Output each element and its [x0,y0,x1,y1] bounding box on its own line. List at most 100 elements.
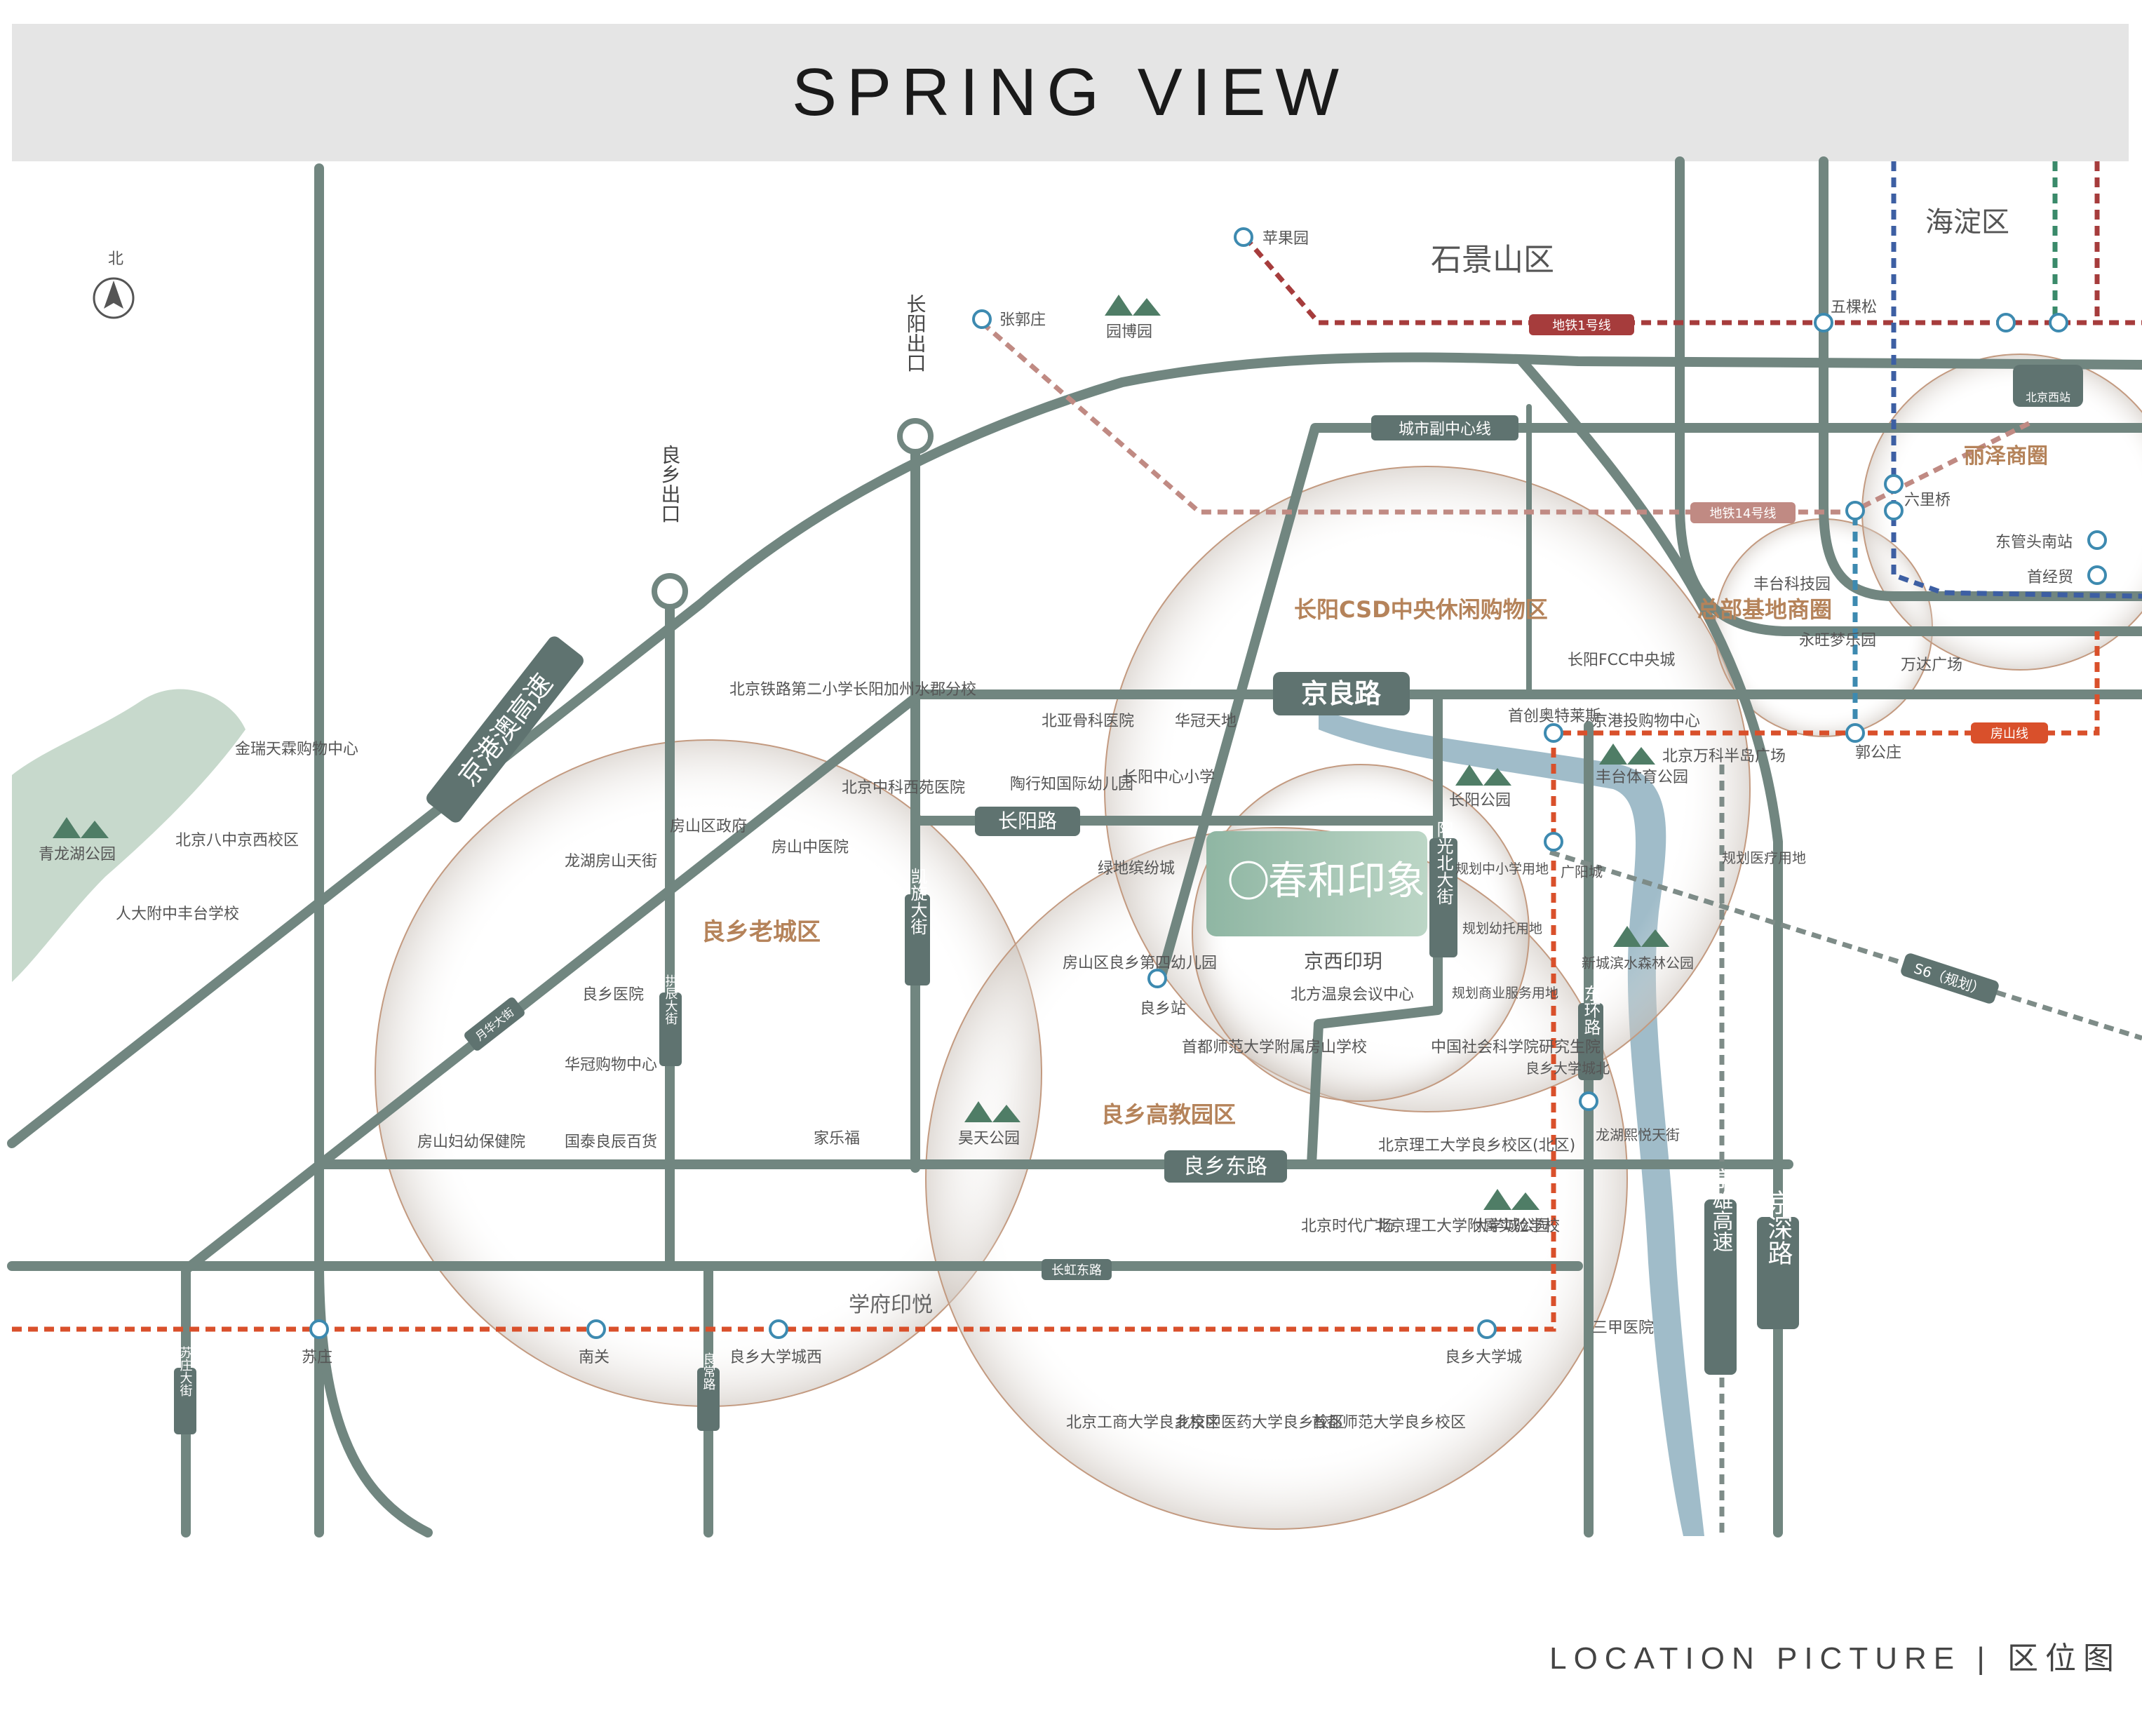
poi-fengtai-tech: 丰台科技园 [1753,576,1831,593]
poi-huaguan-tj: 华冠天地 [1175,713,1237,730]
poi-lvdi: 绿地缤纷城 [1098,860,1175,877]
north-arrow-icon [93,277,135,319]
poi-bit-school: 北京理工大学附属实验学校 [1375,1218,1560,1235]
poi-fuyou: 房山妇幼保健院 [417,1133,525,1151]
metro-s6 [1549,849,2142,1041]
park-daxuecheng: 大学城公园 [1473,1218,1550,1235]
poi-fcc: 长阳FCC中央城 [1568,652,1675,669]
metro-icon [1147,969,1167,988]
metro-icon [972,309,992,329]
poi-sports: 丰台体育公园 [1596,769,1688,786]
station-liangxiang-univ: 良乡大学城 [1445,1349,1522,1366]
park-icons [53,295,1669,1210]
district-lize: 丽泽商圈 [1964,444,2048,469]
road-network [7,156,2142,1537]
xuefu-label: 学府印悦 [849,1293,933,1317]
road-jingshen: 京深路 [1764,1190,1793,1265]
park-changyang: 长阳公园 [1449,792,1511,809]
metro-icon [1544,723,1563,743]
station-pingguoyuan: 苹果园 [1262,230,1309,248]
page-title: SPRING VIEW [791,55,1349,130]
road-kaixuan: 凯旋大街 [908,868,927,935]
road-changyang: 长阳路 [998,809,1057,833]
project-badge [1206,831,1427,936]
poi-bucm: 北京中医药大学良乡校区 [1175,1414,1345,1432]
metro-icon [2087,565,2107,585]
poi-wanda: 万达广场 [1901,657,1962,674]
park-qinglonghu: 青龙湖公园 [39,846,116,863]
poi-changyang-school: 长阳中心小学 [1122,769,1215,786]
road-chengshi-fuzhongxin: 城市副中心线 [1399,421,1491,438]
park-haotian: 昊天公园 [958,1130,1020,1148]
district-shijingshan: 石景山区 [1431,242,1554,278]
liangxiang-exit: 良乡出口 [659,445,682,523]
park-xinzhen: 新城滨水森林公园 [1582,955,1694,971]
road-s6: S6（规划） [1912,960,1988,998]
road-suzhuang: 苏庄大街 [178,1346,193,1397]
qinglonghu-park-area [12,689,245,982]
metro-line1 [1243,235,2142,325]
metro-label-line14: 地铁14号线 [1710,506,1777,521]
metro-icon [1477,1319,1497,1339]
station-icons [309,227,2107,1339]
liangxiang-exit-node [652,573,688,610]
poi-yongwang: 永旺梦乐园 [1799,632,1876,650]
station-liangxiang: 良乡站 [1140,1000,1186,1018]
park-icon [1483,1189,1540,1210]
metro-icon [1884,501,1904,520]
poi-sanjia: 三甲医院 [1592,1319,1654,1337]
poi-bit-north: 北京理工大学良乡校区(北区) [1378,1137,1575,1155]
district-zongbu: 总部基地商圈 [1697,596,1832,623]
metro-icon [1234,227,1253,247]
district-liangxiang-old: 良乡老城区 [701,918,821,946]
metro-icon [1884,474,1904,494]
poi-zhongke: 北京中科西苑医院 [842,779,965,797]
metro-icon [1544,832,1563,852]
park-icon [1455,765,1511,786]
station-liangxiang-univ-north: 良乡大学城北 [1525,1060,1610,1077]
poi-plan-kg: 规划幼托用地 [1462,921,1542,936]
metro-icon [2087,530,2107,550]
road-yangguang-north: 阳光北大街 [1434,821,1453,905]
poi-guotai: 国泰良辰百货 [565,1133,657,1151]
poi-cnu: 首都师范大学良乡校区 [1312,1414,1466,1432]
road-jingliang: 京良路 [1301,678,1382,709]
compass-label: 北 [108,250,123,268]
station-beijing-west: 北京西站 [2026,391,2070,404]
metro-icon [586,1319,606,1339]
station-liangxiang-univ-west: 良乡大学城西 [729,1349,822,1366]
poi-beifang-wenquan: 北方温泉会议中心 [1291,986,1414,1004]
changyang-exit-node [897,418,934,455]
poi-renda: 人大附中丰台学校 [116,906,239,923]
metro-icon [1845,723,1865,743]
poi-plan-commercial: 规划商业服务用地 [1452,985,1558,1001]
park-icon [1105,295,1161,316]
changyang-exit: 长阳出口 [904,294,927,372]
station-liuliqiao: 六里桥 [1904,492,1951,509]
road-donghuan: 东环路 [1581,985,1601,1035]
poi-fangshan-tcm: 房山中医院 [772,839,849,856]
road-liangxiang-east: 良乡东路 [1183,1155,1267,1179]
road-jingxiong: 京雄高速 [1709,1168,1734,1252]
poi-shoushi-school: 首都师范大学附属房山学校 [1182,1039,1367,1056]
road-changhong-east: 长虹东路 [1051,1263,1102,1278]
road-label-badges: 京良路 长阳路 良乡东路 长虹东路 城市副中心线 地铁1号线 地铁14号线 房山… [975,314,2048,1280]
district-changyang-csd: 长阳CSD中央休闲购物区 [1294,596,1548,623]
poi-gangtou: 京港投购物中心 [1592,713,1700,730]
station-guogongzhuang: 郭公庄 [1855,744,1901,762]
project-name: 春和印象 [1268,859,1425,904]
park-icon [964,1101,1021,1122]
poi-btbu: 北京工商大学良乡校区 [1066,1414,1220,1432]
footer-caption: LOCATION PICTURE | 区位图 [1549,1641,2121,1676]
metro-icon [769,1319,788,1339]
metro-icon [1579,1091,1598,1111]
metro-icon [1814,313,1833,332]
poi-plan-school: 规划中小学用地 [1455,861,1549,877]
poi-vanke: 北京万科半岛广场 [1662,748,1786,765]
poi-jinrui: 金瑞天霖购物中心 [235,741,358,758]
radius-circles [375,354,2142,1530]
poi-taoxingzhi: 陶行知国际幼儿园 [1010,776,1133,793]
park-icon [1613,926,1669,947]
station-guangyangcheng: 广阳城 [1561,863,1603,880]
